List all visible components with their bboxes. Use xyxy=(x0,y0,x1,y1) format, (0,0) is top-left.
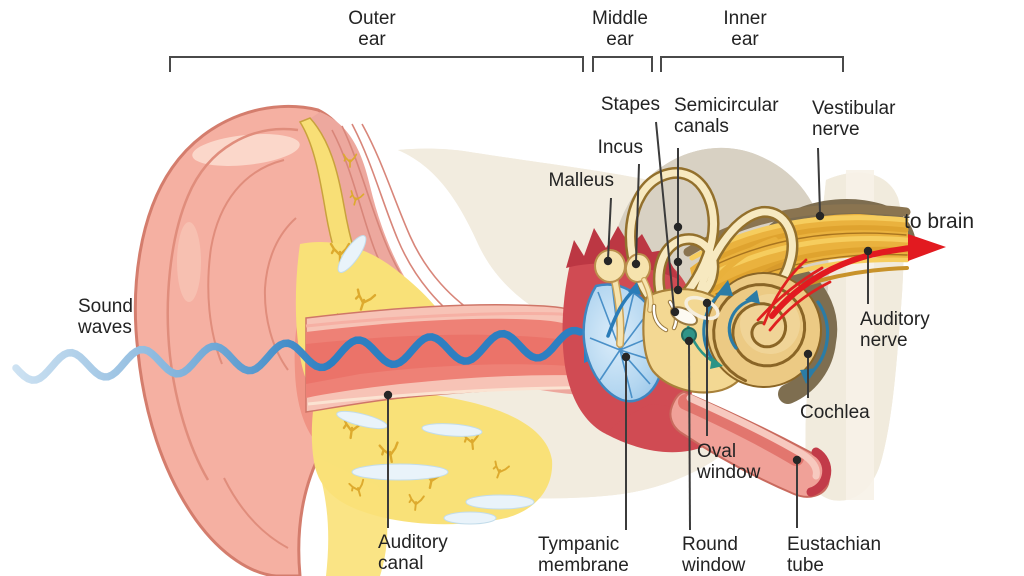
eustachian-tube xyxy=(669,390,832,498)
label-auditory-canal: Auditory canal xyxy=(378,532,448,575)
label-oval-window: Oval window xyxy=(697,441,761,484)
label-vestibular-nerve: Vestibular nerve xyxy=(812,98,896,141)
label-stapes: Stapes xyxy=(600,94,660,115)
pinna-highlight xyxy=(192,134,300,166)
epitympanic-crest xyxy=(566,226,680,280)
to-brain-arrow xyxy=(769,234,946,319)
leader-stapes xyxy=(655,121,675,310)
flow-arrowhead-4 xyxy=(710,357,723,369)
leader-malleus xyxy=(607,197,612,260)
cochlea-spiral xyxy=(712,283,807,383)
label-auditory-nerve: Auditory nerve xyxy=(860,309,930,352)
ossicles xyxy=(594,249,720,348)
leader-lines xyxy=(387,121,869,531)
flow-arrowhead-1 xyxy=(716,280,733,296)
label-tympanic-membrane: Tympanic membrane xyxy=(538,534,629,576)
leader-round-window xyxy=(688,344,691,531)
region-brackets xyxy=(169,56,844,72)
outer-ear-bracket xyxy=(169,56,584,72)
label-sound-waves: Sound waves xyxy=(78,296,133,339)
flow-arrowhead-3 xyxy=(745,290,760,304)
label-malleus: Malleus xyxy=(548,170,614,191)
label-outer-ear: Outer ear xyxy=(348,8,396,51)
tube-tip-rim xyxy=(806,447,832,497)
label-inner-ear: Inner ear xyxy=(723,8,767,51)
leader-vestibular-nerve xyxy=(817,147,821,214)
label-incus: Incus xyxy=(597,137,643,158)
label-middle-ear: Middle ear xyxy=(592,8,648,51)
to-brain-arrowhead xyxy=(908,234,946,261)
incus-process xyxy=(642,278,653,312)
label-semicircular-canals: Semicircular canals xyxy=(674,95,779,138)
cartilage-lower-left xyxy=(314,456,388,576)
middle-ear-bracket xyxy=(592,56,653,72)
cochlea-inner xyxy=(740,294,800,354)
cochlear-nerve-fibres xyxy=(756,258,832,332)
inner-ear xyxy=(624,166,917,404)
leader-dots xyxy=(383,211,873,465)
incus-body xyxy=(624,253,652,283)
cochlea-flow-arrows xyxy=(702,288,830,376)
tube-lumen xyxy=(678,394,804,466)
ossicle-flow-arrowhead xyxy=(628,282,641,295)
sound-wave-path xyxy=(12,326,584,384)
malleus-head xyxy=(594,249,626,283)
label-eustachian-tube: Eustachian tube xyxy=(787,534,882,576)
tube-highlight xyxy=(686,394,820,480)
label-cochlea: Cochlea xyxy=(800,402,870,423)
label-round-window: Round window xyxy=(682,534,746,576)
leader-incus xyxy=(635,163,640,263)
label-to-brain: to brain xyxy=(904,210,975,233)
inner-ear-bracket xyxy=(660,56,844,72)
pinna-highlight-2 xyxy=(177,222,201,302)
pinna xyxy=(133,104,355,576)
